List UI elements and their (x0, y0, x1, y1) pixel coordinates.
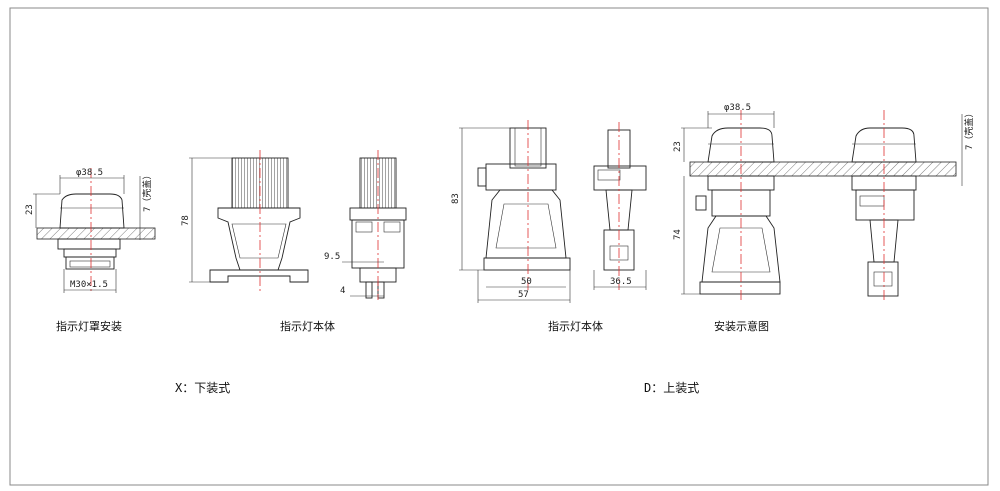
body-upper-front-figure (459, 120, 571, 303)
caption-lens-install: 指示灯罩安装 (56, 319, 122, 333)
caption-body-upper: 指示灯本体 (548, 319, 603, 333)
body-upper-side-figure (593, 122, 647, 290)
section-lower-mount: X：下装式 (175, 381, 230, 395)
caption-install-diagram: 安装示意图 (714, 319, 769, 333)
dim-body-50: 50 (521, 277, 532, 287)
install-diagram-figure (681, 110, 963, 300)
lens-install-figure (33, 168, 156, 293)
dim-thread: M30×1.5 (70, 280, 108, 290)
dim-body-36-5: 36.5 (610, 277, 632, 287)
dim-install-shell: 7（壳盖） (963, 109, 975, 150)
dim-lens-shell: 7（壳盖） (141, 171, 153, 212)
dim-install-74: 74 (673, 229, 683, 240)
drawing-frame (9, 7, 989, 486)
dim-body-83: 83 (451, 193, 461, 204)
dim-pin-4: 4 (340, 286, 345, 296)
dim-install-23: 23 (673, 141, 683, 152)
dim-pin-9-5: 9.5 (324, 252, 340, 262)
section-upper-mount: D：上装式 (644, 381, 699, 395)
dim-lens-height: 23 (25, 204, 35, 215)
caption-body-lower: 指示灯本体 (280, 319, 335, 333)
dim-install-phi: φ38.5 (724, 103, 751, 113)
body-lower-front-figure (189, 150, 309, 292)
dim-body-78: 78 (181, 215, 191, 226)
body-lower-side-figure (342, 150, 407, 300)
dim-lens-phi: φ38.5 (76, 168, 103, 178)
dim-body-57: 57 (518, 290, 529, 300)
